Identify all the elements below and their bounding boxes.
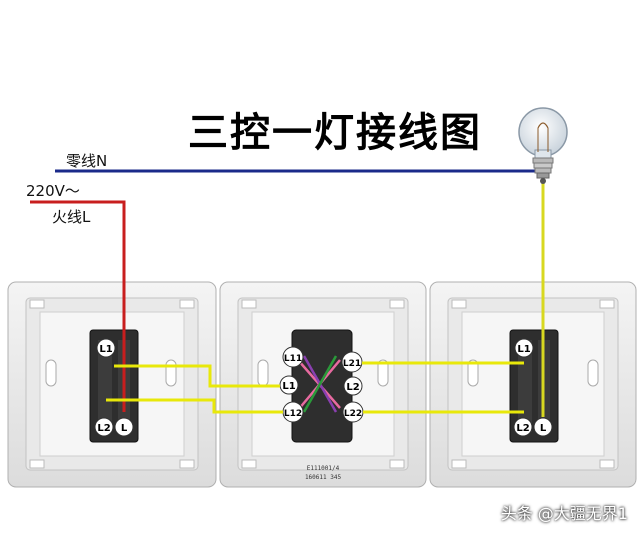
left-switch-plate xyxy=(7,281,217,488)
middle-terminal-l11: L11 xyxy=(282,346,304,368)
plate-batch-code: 160611 345 xyxy=(305,474,342,481)
svg-text:L1: L1 xyxy=(99,344,112,355)
svg-text:L2: L2 xyxy=(346,382,359,393)
plate-model-code: E111001/4 xyxy=(307,465,340,472)
right-terminal-l1: L1 xyxy=(514,338,534,358)
svg-text:L1: L1 xyxy=(517,344,530,355)
middle-switch-plate xyxy=(219,281,427,488)
left-terminal-l2: L2 xyxy=(94,417,114,437)
svg-text:L1: L1 xyxy=(282,381,295,392)
right-terminal-l2: L2 xyxy=(513,417,533,437)
voltage-label: 220V～ xyxy=(26,182,80,200)
middle-terminal-l12: L12 xyxy=(282,401,304,423)
live-wire-label: 火线L xyxy=(52,208,91,226)
middle-terminal-l2: L2 xyxy=(343,376,363,396)
svg-text:L2: L2 xyxy=(97,423,110,434)
right-switch-plate xyxy=(429,281,637,488)
watermark: 头条 @大疆无界1 xyxy=(500,504,628,523)
right-terminal-l: L xyxy=(533,417,553,437)
svg-text:L: L xyxy=(121,423,128,434)
middle-terminal-l21: L21 xyxy=(341,351,363,373)
svg-text:L21: L21 xyxy=(343,359,361,369)
middle-cross-wires xyxy=(297,355,341,413)
middle-terminal-l1: L1 xyxy=(279,375,299,395)
neutral-wire-label: 零线N xyxy=(66,152,108,170)
svg-text:L22: L22 xyxy=(344,409,362,419)
svg-text:L12: L12 xyxy=(284,409,302,419)
live-wire xyxy=(30,200,126,412)
diagram-title: 三控一灯接线图 xyxy=(188,110,482,156)
svg-text:L: L xyxy=(540,423,547,434)
light-bulb-icon xyxy=(518,107,568,184)
left-terminal-l1: L1 xyxy=(96,338,116,358)
traveler-wire-top-left xyxy=(114,364,280,388)
svg-text:L11: L11 xyxy=(284,354,302,364)
middle-terminal-l22: L22 xyxy=(342,401,364,423)
traveler-wire-bottom-left xyxy=(106,398,283,414)
svg-text:L2: L2 xyxy=(516,423,529,434)
left-terminal-l: L xyxy=(114,417,134,437)
